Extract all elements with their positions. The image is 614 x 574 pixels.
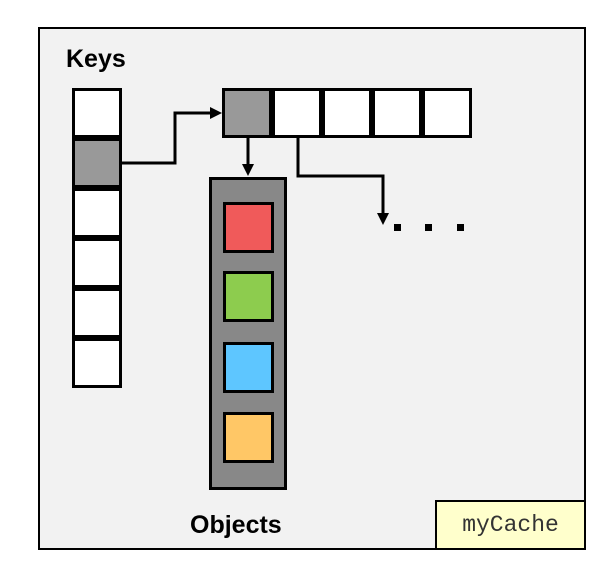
arrow-head-down (377, 213, 389, 225)
key-to-row-arrow (122, 111, 212, 165)
row-to-next-arrow (296, 138, 385, 215)
ellipsis-dots (394, 224, 464, 231)
arrow-head-right (210, 107, 222, 119)
object-blue (223, 342, 274, 393)
key-cell-active (72, 138, 122, 188)
sub-key-cell (372, 88, 422, 138)
key-cell (72, 88, 122, 138)
dot (425, 224, 432, 231)
dot (394, 224, 401, 231)
key-cell (72, 288, 122, 338)
key-cell (72, 238, 122, 288)
key-cell (72, 188, 122, 238)
sub-key-cell-active (222, 88, 272, 138)
sub-key-cell (272, 88, 322, 138)
key-cell (72, 338, 122, 388)
dot (457, 224, 464, 231)
arrow-head-down (242, 164, 254, 176)
object-green (223, 271, 274, 322)
sub-key-cell (422, 88, 472, 138)
cache-name-tag: myCache (435, 500, 586, 550)
keys-label: Keys (66, 45, 126, 73)
sub-key-cell (322, 88, 372, 138)
object-orange (223, 412, 274, 463)
objects-label: Objects (190, 511, 282, 539)
object-red (223, 202, 274, 253)
